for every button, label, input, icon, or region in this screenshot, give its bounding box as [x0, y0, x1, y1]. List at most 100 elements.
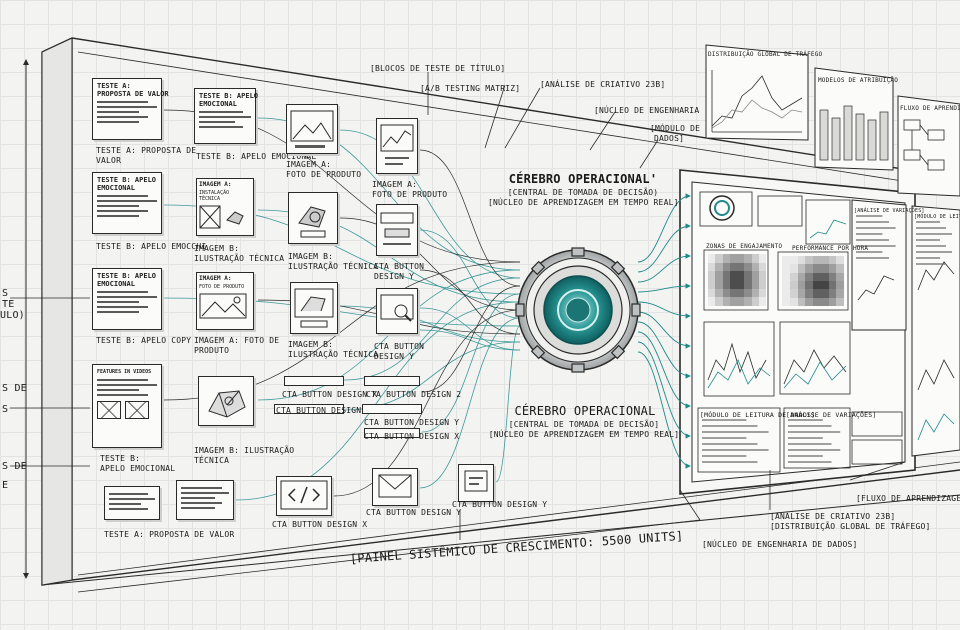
- callout-ab-matrix: [A/B TESTING MATRIZ]: [420, 84, 521, 93]
- heat-cell: [836, 297, 844, 306]
- cta-button-y[interactable]: [362, 404, 422, 414]
- cta-caption: CTA BUTTON DESIGN 2: [366, 390, 462, 399]
- heat-cell: [828, 256, 837, 265]
- image-caption-2: TÉCNICA: [194, 456, 230, 465]
- heat-cell: [722, 288, 730, 298]
- heat-cell: [813, 264, 821, 273]
- heat-cell: [737, 297, 745, 306]
- bottom-card-2[interactable]: [176, 480, 234, 520]
- card-subtitle: EMOCIONAL: [199, 100, 237, 108]
- heat-cell: [820, 289, 829, 298]
- heat-cell: [836, 280, 844, 290]
- heat-cell: [729, 297, 737, 306]
- headline-card-2[interactable]: TESTE B: APELO EMOCIONAL: [92, 172, 162, 234]
- headline-card-3[interactable]: TESTE B: APELO EMOCIONAL: [92, 268, 162, 330]
- cta-button-x-3[interactable]: [364, 428, 420, 438]
- heat-cell: [797, 289, 806, 298]
- heat-cell: [758, 288, 766, 298]
- image-caption: IMAGEM B:: [288, 340, 334, 349]
- image-card-subtitle: INSTALAÇÃO TÉCNICA: [199, 190, 230, 202]
- read-module-label: [MÓDULO DE LEITURA DE DADOS]: [700, 411, 816, 419]
- heat-cell: [782, 272, 790, 281]
- image-card-3[interactable]: [198, 376, 254, 426]
- traffic-panel-title: DISTRIBUIÇÃO GLOBAL DE TRÁFEGO: [708, 51, 823, 58]
- heat-cell: [820, 272, 829, 281]
- edge-label-3: ULO): [0, 310, 25, 321]
- image-card-2[interactable]: IMAGEM A: FOTO DE PRODUTO: [196, 272, 254, 330]
- bottom-caption-y2: CTA BUTTON DESIGN Y: [452, 500, 548, 509]
- heat-cell: [820, 264, 829, 273]
- cta-card-1[interactable]: [376, 118, 418, 174]
- signal-wire: [419, 269, 521, 335]
- headline-card-1[interactable]: TESTE A: PROPOSTA DE VALOR: [92, 78, 169, 140]
- heat-cell: [782, 297, 790, 306]
- engagement-heatmap: [708, 254, 766, 306]
- heat-cell: [751, 262, 759, 272]
- image-card-1[interactable]: IMAGEM A: INSTALAÇÃO TÉCNICA: [196, 178, 254, 236]
- doc-card[interactable]: [458, 464, 494, 502]
- output-wire: [637, 193, 691, 263]
- heat-cell: [737, 262, 745, 272]
- heat-cell: [737, 280, 745, 289]
- code-card[interactable]: [276, 476, 332, 516]
- card-title: TESTE B: APELO: [97, 272, 157, 280]
- heat-cell: [797, 297, 806, 306]
- signal-wire: [495, 325, 521, 483]
- card-title: FEATURES IN VIDEOS: [97, 369, 152, 375]
- performance-heatmap: [782, 256, 844, 306]
- side-panel-b-label: [MÓDULO DE LEITURA DE DADOS]: [914, 214, 960, 220]
- cta-card-2[interactable]: [376, 204, 418, 256]
- heat-cell: [789, 272, 798, 281]
- heat-cell: [820, 280, 829, 290]
- bottom-card-1[interactable]: [104, 486, 160, 520]
- image-card-subtitle: FOTO DE PRODUTO: [199, 284, 245, 290]
- heat-cell: [813, 272, 821, 281]
- cta-caption-2: DESIGN Y: [374, 352, 415, 361]
- output-wire: [637, 341, 691, 439]
- cta-button-2[interactable]: [364, 376, 420, 386]
- heat-cell: [789, 256, 798, 265]
- landscape-icon: [199, 293, 247, 319]
- heat-cell: [813, 289, 821, 298]
- heat-cell: [758, 254, 766, 263]
- heat-cell: [715, 288, 723, 298]
- heat-cell: [805, 256, 813, 265]
- headline-card-5[interactable]: TESTE B: APELO EMOCIONAL: [194, 88, 258, 144]
- image-caption-2: ILUSTRAÇÃO TÉCNICA: [288, 262, 379, 271]
- cta-caption-2: DESIGN Y: [374, 272, 415, 281]
- heat-cell: [836, 272, 844, 281]
- signal-wire: [343, 277, 521, 381]
- signal-wire: [419, 329, 521, 351]
- signal-wire: [333, 309, 521, 497]
- cta-caption: IMAGEM A:: [372, 180, 418, 189]
- output-wire: [637, 223, 691, 273]
- heat-cell: [737, 288, 745, 298]
- heat-cell: [782, 256, 790, 265]
- bottom-caption-y: CTA BUTTON DESIGN Y: [366, 508, 462, 517]
- core-top-line2: [NÚCLEO DE APRENDIZAGEM EM TEMPO REAL]: [488, 198, 679, 207]
- image-card-5[interactable]: [288, 192, 338, 244]
- heat-cell: [758, 262, 766, 272]
- cta-button-x-2[interactable]: [274, 404, 344, 414]
- headline-card-4[interactable]: FEATURES IN VIDEOS: [92, 364, 162, 448]
- perf-title: PERFORMANCE POR HORA: [792, 245, 869, 252]
- heat-cell: [751, 271, 759, 280]
- heat-cell: [708, 280, 716, 289]
- image-card-6[interactable]: [290, 282, 338, 334]
- cta-caption: CTA BUTTON DESIGN X: [282, 390, 378, 399]
- card-caption-2: APELO EMOCIONAL: [100, 464, 176, 473]
- mail-card[interactable]: [372, 468, 418, 506]
- callout-creative-1: [ANÁLISE DE CRIATIVO 23B]: [770, 512, 896, 521]
- wrench-icon: [199, 205, 244, 229]
- button-mock-icon: [380, 212, 414, 245]
- cta-button-x-1[interactable]: [284, 376, 344, 386]
- card-subtitle: PROPOSTA DE VALOR: [97, 90, 169, 98]
- image-caption-2: ILUSTRAÇÃO TÉCNICA: [288, 350, 379, 359]
- product-photo-icon: [290, 110, 334, 148]
- cta-card-3[interactable]: [376, 288, 418, 334]
- image-card-4[interactable]: [286, 104, 338, 154]
- cta-caption-2: FOTO DE PRODUTO: [372, 190, 448, 199]
- core-top-title: CÉREBRO OPERACIONAL': [508, 172, 658, 186]
- heat-cell: [722, 271, 730, 280]
